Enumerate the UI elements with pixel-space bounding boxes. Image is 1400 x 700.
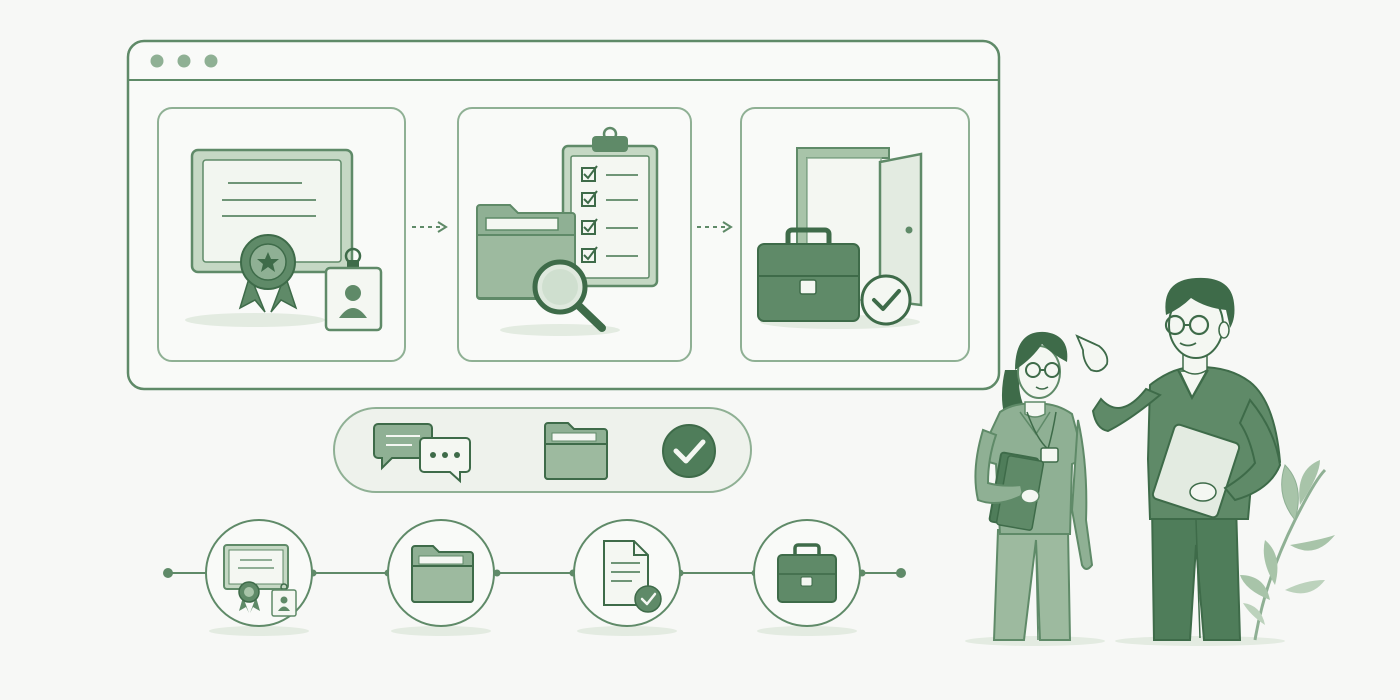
id-badge-icon	[1040, 447, 1059, 463]
window-dot-icon	[204, 54, 218, 68]
tablet-icon	[1151, 423, 1241, 519]
timeline	[163, 519, 906, 636]
plant-illustration	[1240, 460, 1335, 641]
window-dot-icon	[150, 54, 164, 68]
check-circle-icon[interactable]	[662, 424, 716, 478]
timeline-node-certificate[interactable]	[205, 519, 313, 636]
folder-icon[interactable]	[544, 422, 608, 480]
step-card-certificate	[157, 107, 406, 362]
step-card-onboard	[740, 107, 970, 362]
clipboard-checklist-icon	[561, 126, 659, 288]
person-woman	[974, 331, 1094, 641]
briefcase-icon	[757, 227, 860, 322]
certificate-icon	[223, 544, 297, 617]
certificate-icon	[190, 148, 354, 274]
id-badge-icon	[324, 247, 383, 332]
award-ribbon-icon	[238, 234, 298, 313]
step-card-review	[457, 107, 692, 362]
check-circle-icon	[860, 274, 912, 326]
briefcase-icon	[777, 543, 837, 603]
timeline-node-folder[interactable]	[387, 519, 495, 636]
magnifier-icon	[532, 259, 606, 332]
window-dot-icon	[177, 54, 191, 68]
timeline-node-document-check[interactable]	[573, 519, 681, 636]
document-check-icon	[603, 540, 662, 613]
flow-arrow-icon	[697, 221, 733, 233]
chat-bubbles-icon[interactable]	[373, 423, 471, 484]
action-bar	[333, 407, 752, 493]
person-man	[1075, 277, 1282, 641]
timeline-node-briefcase[interactable]	[753, 519, 861, 636]
folder-icon	[411, 545, 474, 603]
flow-arrow-icon	[412, 221, 448, 233]
